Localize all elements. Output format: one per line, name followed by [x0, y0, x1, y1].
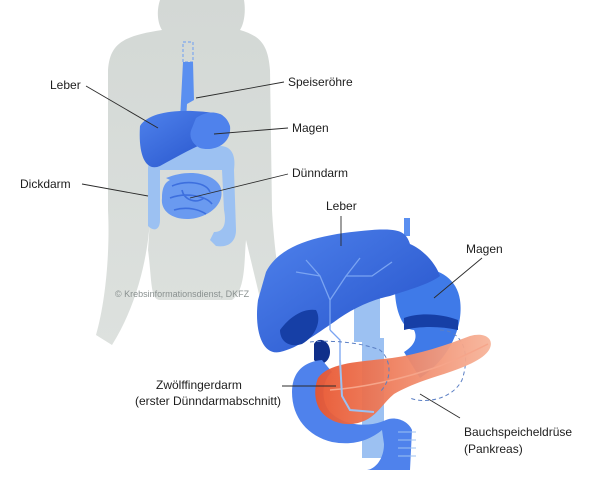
overview-leader-lines [81, 81, 289, 199]
detail-bile-duct [339, 359, 375, 413]
detail-label-stomach: Magen [466, 242, 503, 256]
label-esophagus: Speiseröhre [288, 75, 353, 89]
overview-small-intestine [161, 172, 222, 220]
copyright-text: © Krebsinformationsdienst, DKFZ [115, 289, 250, 299]
detail-gallbladder [314, 339, 330, 364]
label-small-intestine: Dünndarm [292, 166, 349, 180]
detail-leader-lines [282, 216, 483, 419]
label-stomach: Magen [292, 121, 329, 135]
detail-label-duodenum-sub: (erster Dünndarmabschnitt) [135, 394, 282, 408]
detail-label-pancreas-sub: (Pankreas) [464, 442, 523, 456]
detail-pancreas [309, 334, 491, 425]
overview-stomach [190, 112, 231, 150]
detail-label-pancreas: Bauchspeicheldrüse [464, 425, 573, 439]
label-colon: Dickdarm [20, 177, 71, 191]
detail-liver [256, 229, 440, 372]
label-liver: Leber [50, 78, 81, 92]
overview-esophagus [180, 41, 194, 120]
detail-label-liver: Leber [326, 199, 357, 213]
detail-label-duodenum: Zwölffingerdarm [156, 378, 242, 392]
body-silhouette [96, 0, 286, 345]
